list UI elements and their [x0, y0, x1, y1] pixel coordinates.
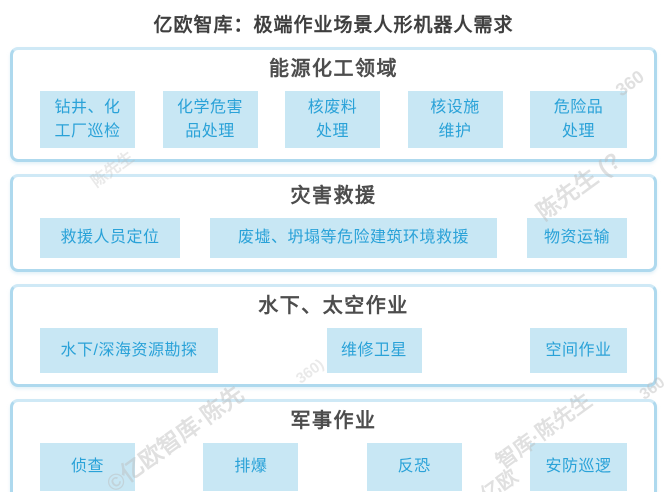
scenario-box-security-patrol: 安防巡逻 — [529, 443, 627, 491]
scenario-box-dangerous-goods: 危险品 处理 — [530, 91, 627, 148]
scenario-box-reconnaissance: 侦查 — [40, 443, 135, 491]
section-military: 军事作业 侦查 排爆 反恐 安防巡逻 — [10, 399, 657, 492]
page-title: 亿欧智库：极端作业场景人形机器人需求 — [153, 15, 514, 36]
scenario-box-ruins-rescue: 废墟、坍塌等危险建筑环境救援 — [210, 218, 497, 258]
scenario-box-counter-terrorism: 反恐 — [366, 443, 462, 491]
items-row: 救援人员定位 废墟、坍塌等危险建筑环境救援 物资运输 — [40, 218, 627, 258]
scenario-box-bomb-disposal: 排爆 — [203, 443, 299, 491]
items-row: 水下/深海资源勘探 维修卫星 空间作业 — [40, 328, 627, 373]
scenario-box-chemical-hazard: 化学危害 品处理 — [162, 91, 258, 148]
section-underwater-space: 水下、太空作业 水下/深海资源勘探 维修卫星 空间作业 — [10, 284, 657, 387]
scenario-box-satellite-repair: 维修卫星 — [326, 328, 422, 373]
scenario-box-rescuer-positioning: 救援人员定位 — [40, 218, 180, 258]
scenario-box-drilling-inspection: 钻井、化 工厂巡检 — [40, 91, 135, 148]
section-disaster-rescue: 灾害救援 救援人员定位 废墟、坍塌等危险建筑环境救援 物资运输 — [10, 174, 657, 272]
section-energy-chemical: 能源化工领域 钻井、化 工厂巡检 化学危害 品处理 核废料 处理 核设施 维护 … — [10, 47, 657, 162]
section-heading-military: 军事作业 — [290, 410, 377, 432]
section-heading-underwater-space: 水下、太空作业 — [258, 295, 409, 317]
scenario-box-nuclear-waste: 核废料 处理 — [285, 91, 380, 148]
scenario-box-material-transport: 物资运输 — [527, 218, 627, 258]
section-heading-disaster-rescue: 灾害救援 — [290, 185, 377, 207]
section-heading-energy-chemical: 能源化工领域 — [269, 58, 398, 80]
scenario-box-nuclear-facility: 核设施 维护 — [407, 91, 503, 148]
sections-container: 能源化工领域 钻井、化 工厂巡检 化学危害 品处理 核废料 处理 核设施 维护 … — [10, 47, 657, 492]
items-row: 钻井、化 工厂巡检 化学危害 品处理 核废料 处理 核设施 维护 危险品 处理 — [40, 91, 627, 148]
scenario-box-space-operation: 空间作业 — [530, 328, 627, 373]
items-row: 侦查 排爆 反恐 安防巡逻 — [40, 443, 627, 491]
scenario-box-deep-sea-exploration: 水下/深海资源勘探 — [40, 328, 218, 373]
